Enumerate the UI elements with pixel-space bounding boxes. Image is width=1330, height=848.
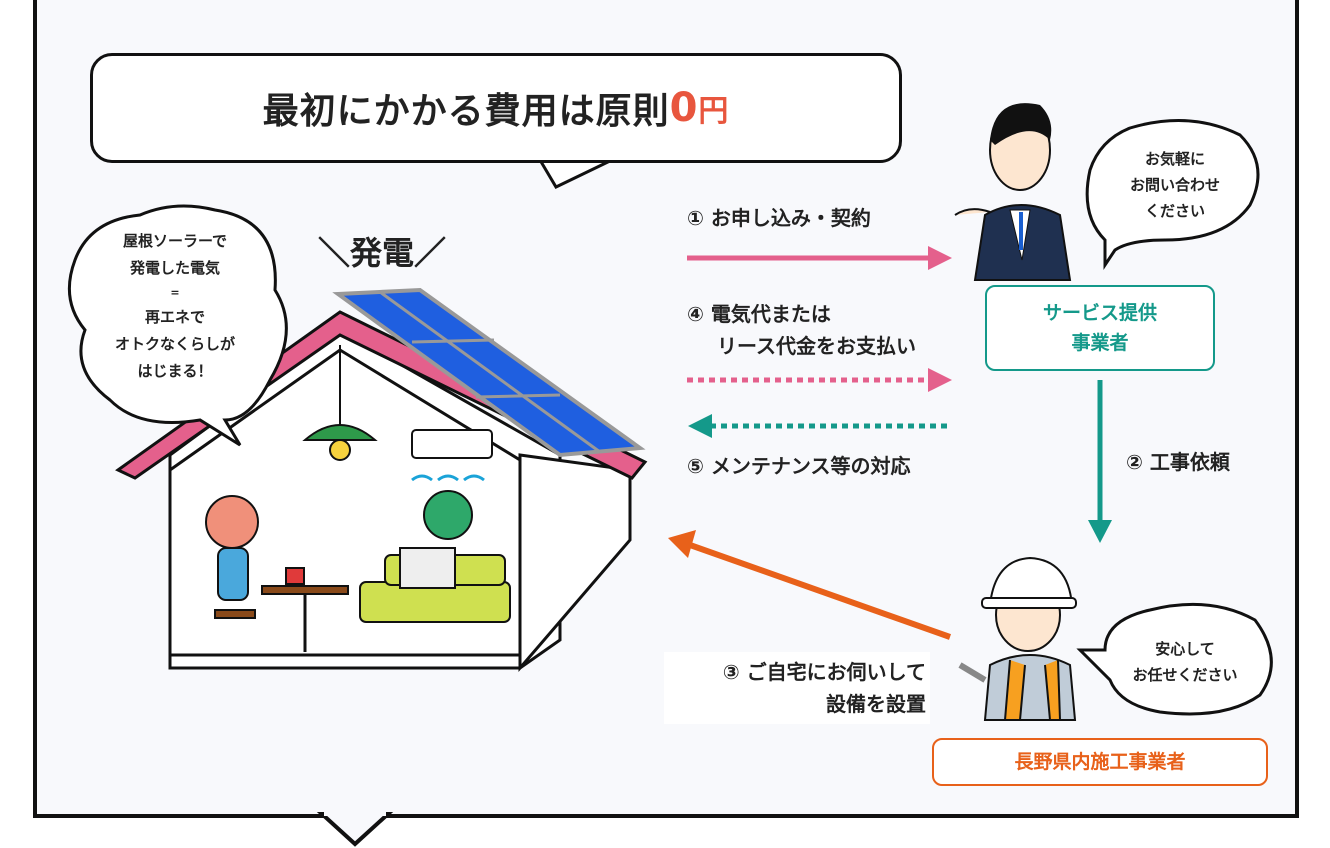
worker-icon (958, 556, 1077, 721)
service-provider-box: サービス提供 事業者 (985, 285, 1215, 371)
step3-line: 設備を設置 (826, 692, 926, 716)
provider-name-line: 事業者 (1071, 332, 1129, 354)
arrow-step3 (668, 530, 952, 640)
bubble-line: 発電した電気 (129, 259, 220, 277)
bubble-line: 再エネで (144, 308, 205, 326)
bubble-line: = (170, 286, 180, 299)
bubble-line: ください (1144, 202, 1205, 220)
woman-at-table-icon (205, 495, 349, 652)
bubble-line: オトクなくらしが (114, 335, 235, 353)
solar-panel-icon (332, 287, 646, 458)
house-label-text: 発電 (350, 234, 415, 272)
title-zero: 0 (669, 85, 699, 131)
bubble-line: お問い合わせ (1129, 176, 1220, 194)
title-yen: 円 (698, 94, 730, 129)
bubble-line: お任せください (1132, 666, 1238, 684)
step3-label: ③ ご自宅にお伺いして 設備を設置 (664, 652, 930, 724)
resident-bubble-text: 屋根ソーラーで 発電した電気 = 再エネで オトクなくらしが はじまる！ (75, 228, 275, 385)
businessman-icon (954, 103, 1072, 281)
step4-line: ④ 電気代または (687, 302, 831, 326)
step3-line: ③ ご自宅にお伺いして (722, 660, 926, 684)
provider-bubble-text: お気軽に お問い合わせ ください (1095, 146, 1255, 224)
air-conditioner-icon (411, 429, 493, 482)
contractor-bubble-text: 安心して お任せください (1105, 636, 1265, 688)
step5-label: ⑤ メンテナンス等の対応 (687, 454, 911, 478)
step2-label: ② 工事依頼 (1126, 450, 1230, 474)
contractor-name: 長野県内施工事業者 (1014, 751, 1186, 773)
bubble-line: お気軽に (1144, 150, 1205, 168)
bubble-line: 安心して (1155, 640, 1215, 658)
title-bubble: 最初にかかる費用は原則 0 円 (90, 53, 902, 163)
contractor-bubble-shape (1076, 602, 1273, 716)
step4-label: ④ 電気代または リース代金をお支払い (687, 298, 916, 362)
bubble-line: 屋根ソーラーで (122, 232, 228, 250)
arrow-step4 (687, 368, 952, 392)
provider-bubble-shape (1085, 119, 1260, 270)
lamp-icon (302, 345, 378, 461)
step4-line: リース代金をお支払い (717, 334, 916, 358)
bubble-line: はじまる！ (137, 362, 213, 380)
contractor-box: 長野県内施工事業者 (932, 738, 1268, 786)
house-label: ＼発電／ (318, 234, 447, 272)
man-on-sofa-icon (359, 490, 511, 623)
title-text: 最初にかかる費用は原則 (262, 91, 670, 132)
arrow-step2 (1088, 380, 1112, 543)
arrow-step1 (687, 246, 952, 270)
provider-name-line: サービス提供 (1042, 302, 1157, 324)
arrow-step5 (688, 414, 952, 438)
step1-label: ① お申し込み・契約 (687, 206, 871, 230)
